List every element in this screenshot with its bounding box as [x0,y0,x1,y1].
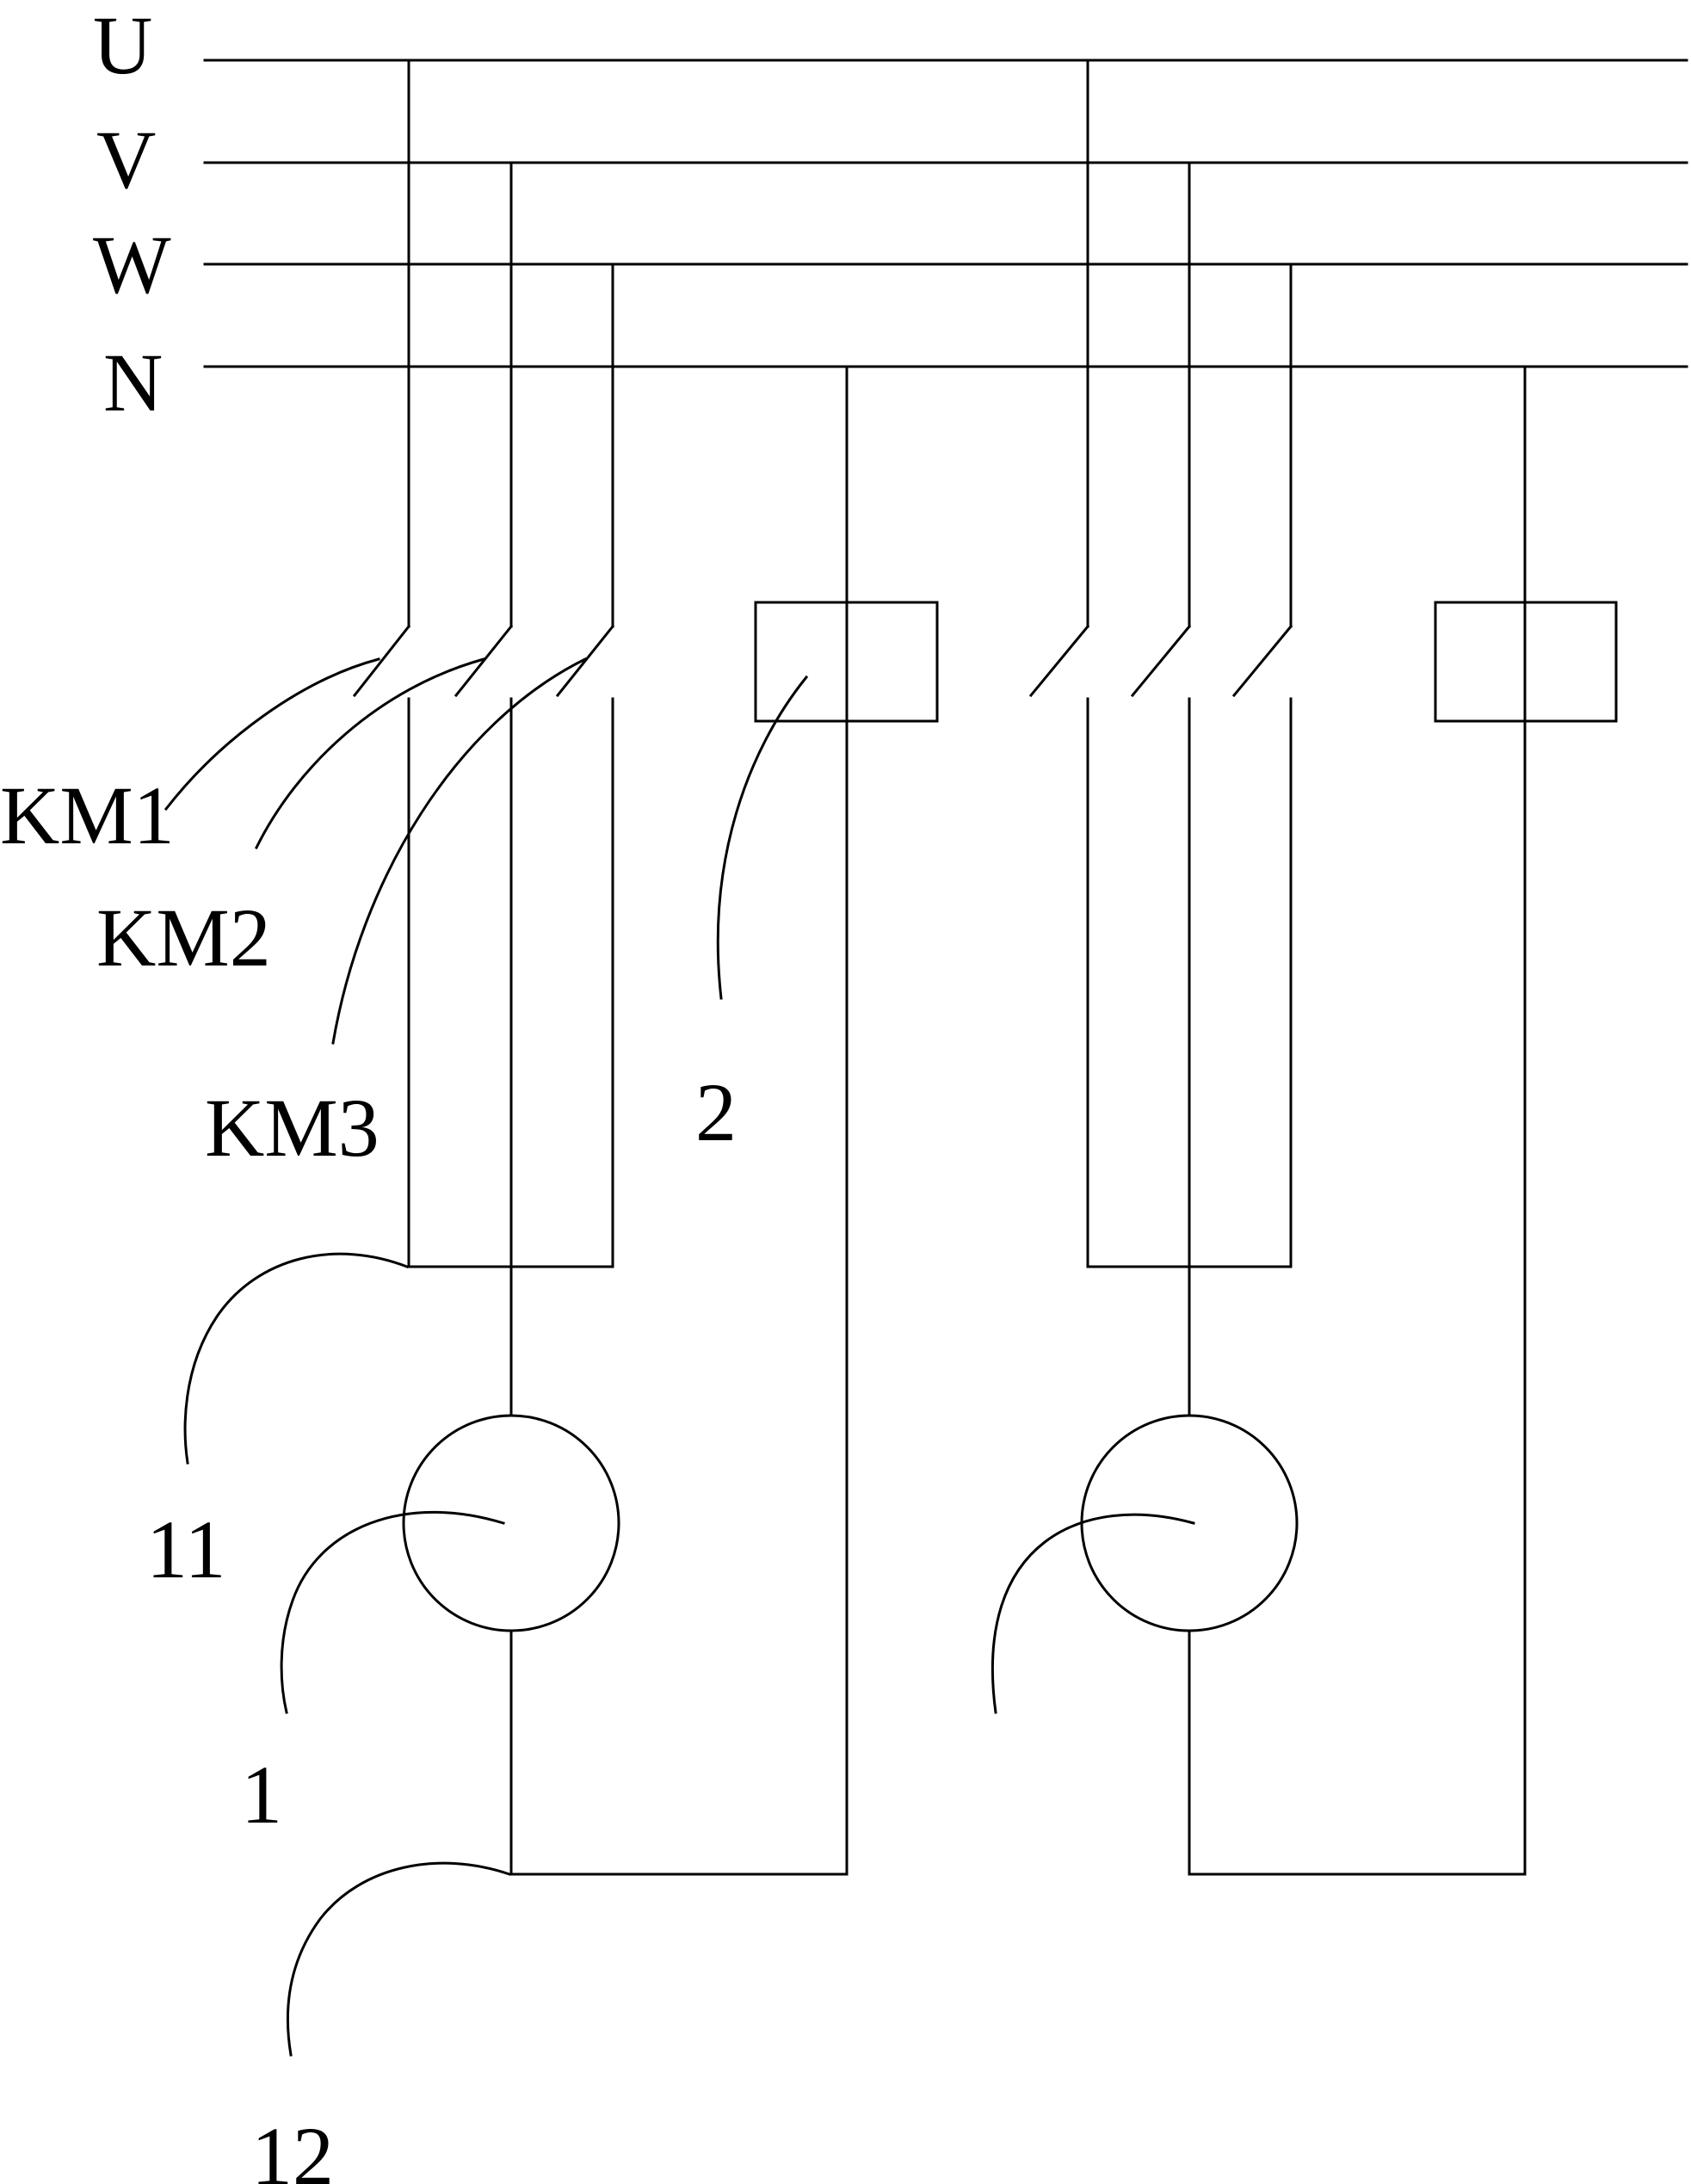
left-motor-circle [404,1416,619,1631]
left-branch [355,60,937,1874]
right-switch-1 [1031,626,1088,695]
right-switch-3 [1234,626,1291,695]
callout-km3: KM3 [205,1082,380,1174]
callout-return-junction: 12 [251,2110,334,2184]
callout-coil: 2 [695,1066,737,1158]
leader-motor [281,1512,503,1712]
bus-label-w: W [93,219,171,311]
callout-km2: KM2 [96,891,271,984]
left-switch-km2 [456,626,511,695]
bus-label-u: U [93,0,152,91]
right-motor-leader [992,1515,1194,1712]
leader-return-junction [287,1863,509,2055]
leader-coil [718,677,806,998]
right-branch [992,60,1616,1874]
left-switch-km3 [558,626,613,695]
leader-junction [185,1254,407,1463]
right-switch-2 [1132,626,1189,695]
bus-label-n: N [103,336,163,429]
callout-motor: 1 [241,1749,282,1841]
bus-label-v: V [96,114,156,206]
leader-km3 [333,659,585,1043]
leader-km2 [256,659,484,848]
callout-junction: 11 [146,1503,225,1595]
callout-km1: KM1 [0,769,175,861]
left-switch-km1 [355,626,409,695]
